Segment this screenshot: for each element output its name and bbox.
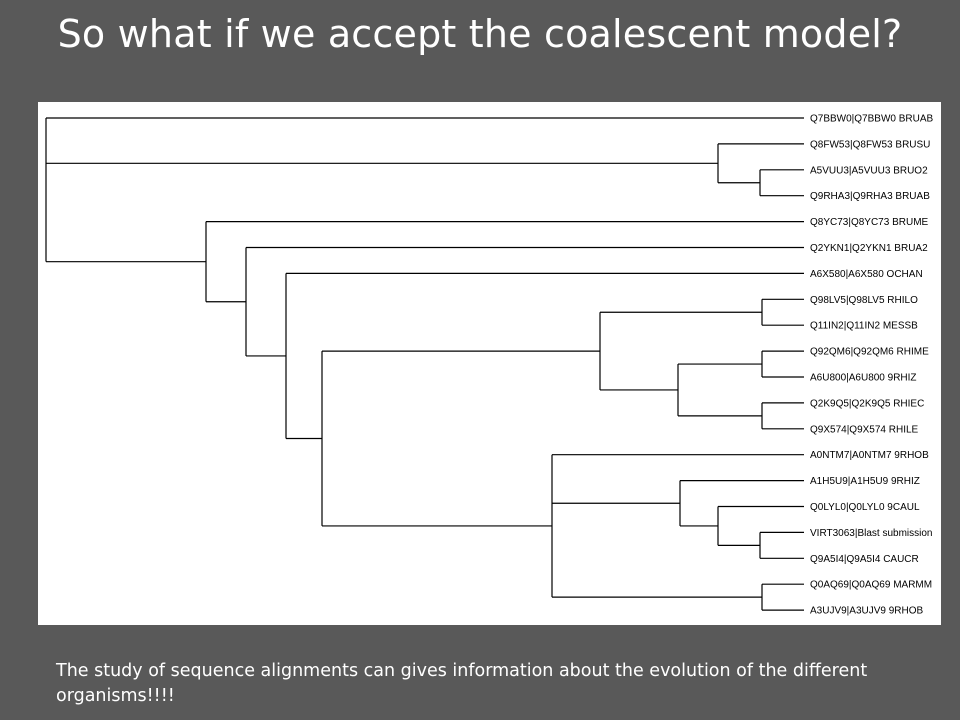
leaf-label-2: A5VUU3|A5VUU3 BRUO2 [810, 165, 928, 176]
leaf-label-10: A6U800|A6U800 9RHIZ [810, 373, 917, 384]
leaf-label-6: A6X580|A6X580 OCHAN [810, 269, 923, 280]
leaf-label-4: Q8YC73|Q8YC73 BRUME [810, 217, 929, 228]
leaf-label-0: Q7BBW0|Q7BBW0 BRUAB [810, 114, 934, 125]
leaf-label-11: Q2K9Q5|Q2K9Q5 RHIEC [810, 398, 924, 409]
leaf-label-7: Q98LV5|Q98LV5 RHILO [810, 295, 918, 306]
leaf-label-5: Q2YKN1|Q2YKN1 BRUA2 [810, 243, 928, 254]
leaf-label-3: Q9RHA3|Q9RHA3 BRUAB [810, 191, 930, 202]
leaf-label-15: Q0LYL0|Q0LYL0 9CAUL [810, 502, 920, 513]
leaf-label-8: Q11IN2|Q11IN2 MESSB [810, 321, 918, 332]
leaf-label-13: A0NTM7|A0NTM7 9RHOB [810, 450, 929, 461]
leaf-label-9: Q92QM6|Q92QM6 RHIME [810, 347, 929, 358]
slide-title: So what if we accept the coalescent mode… [57, 12, 903, 56]
leaf-label-12: Q9X574|Q9X574 RHILE [810, 424, 919, 435]
slide-caption: The study of sequence alignments can giv… [56, 661, 868, 706]
leaf-label-18: Q0AQ69|Q0AQ69 MARMM [810, 580, 932, 591]
leaf-label-1: Q8FW53|Q8FW53 BRUSU [810, 139, 930, 150]
leaf-label-16: VIRT3063|Blast submission [810, 528, 932, 539]
leaf-label-17: Q9A5I4|Q9A5I4 CAUCR [810, 554, 919, 565]
leaf-label-19: A3UJV9|A3UJV9 9RHOB [810, 606, 924, 617]
phylogenetic-tree: Q7BBW0|Q7BBW0 BRUAB Q8FW53|Q8FW53 BRUSU A5… [45, 114, 934, 617]
phylogenetic-tree-panel: Q7BBW0|Q7BBW0 BRUAB Q8FW53|Q8FW53 BRUSU A5… [38, 102, 941, 625]
leaf-label-14: A1H5U9|A1H5U9 9RHIZ [810, 476, 920, 487]
